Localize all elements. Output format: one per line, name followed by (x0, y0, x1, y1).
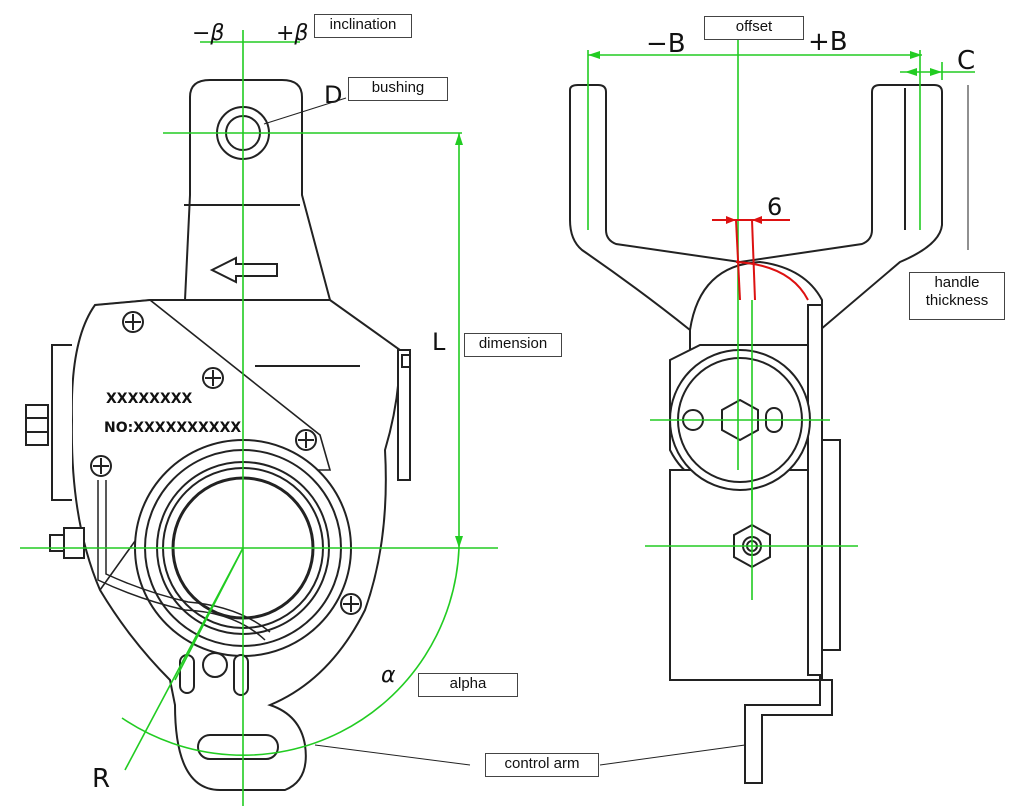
grease-fitting (63, 527, 85, 559)
screw-icon-4 (90, 455, 112, 477)
screw-icon-1 (122, 311, 144, 333)
engraving-line-1: XXXXXXXX (106, 391, 193, 407)
r-label: R (92, 764, 110, 794)
alpha-label: α (381, 663, 396, 688)
lower-hole (202, 652, 228, 678)
left-arrow-heads (455, 133, 463, 548)
engraving-line-2: NO:XXXXXXXXXX (104, 420, 241, 436)
link-rod (97, 480, 266, 641)
dimension-callout: dimension (464, 333, 562, 357)
minus-b-label: −B (646, 29, 686, 59)
left-housing (51, 344, 72, 501)
plus-beta-label: +β (276, 21, 308, 46)
screw-icon-2 (202, 367, 224, 389)
direction-arrow-icon (209, 256, 278, 284)
right-view (569, 84, 943, 784)
plus-b-label: +B (808, 27, 848, 57)
inclination-callout: inclination (314, 14, 412, 38)
bushing-callout: bushing (348, 77, 448, 101)
slot-right (233, 654, 249, 696)
offset-callout: offset (704, 16, 804, 40)
l-label: L (432, 328, 446, 356)
side-body (669, 469, 821, 681)
adjust-nut (25, 404, 49, 446)
alpha-callout: alpha (418, 673, 518, 697)
control-arm-bracket (744, 679, 833, 784)
c-label: C (957, 46, 975, 76)
fork-outline (569, 84, 943, 332)
left-center-lines (20, 30, 498, 806)
right-cap (397, 349, 411, 481)
offset-marker (712, 219, 809, 301)
screw-icon-3 (295, 429, 317, 451)
right-center-lines (587, 30, 975, 600)
alpha-arc (121, 547, 460, 756)
slot-left (179, 654, 195, 694)
left-view (25, 79, 411, 791)
handle-thickness-callout: handle thickness (909, 272, 1005, 320)
control-arm-callout: control arm (485, 753, 599, 777)
minus-beta-label: −β (192, 21, 224, 46)
d-label: D (324, 81, 342, 109)
six-label: 6 (767, 193, 782, 221)
screw-icon-5 (340, 593, 362, 615)
